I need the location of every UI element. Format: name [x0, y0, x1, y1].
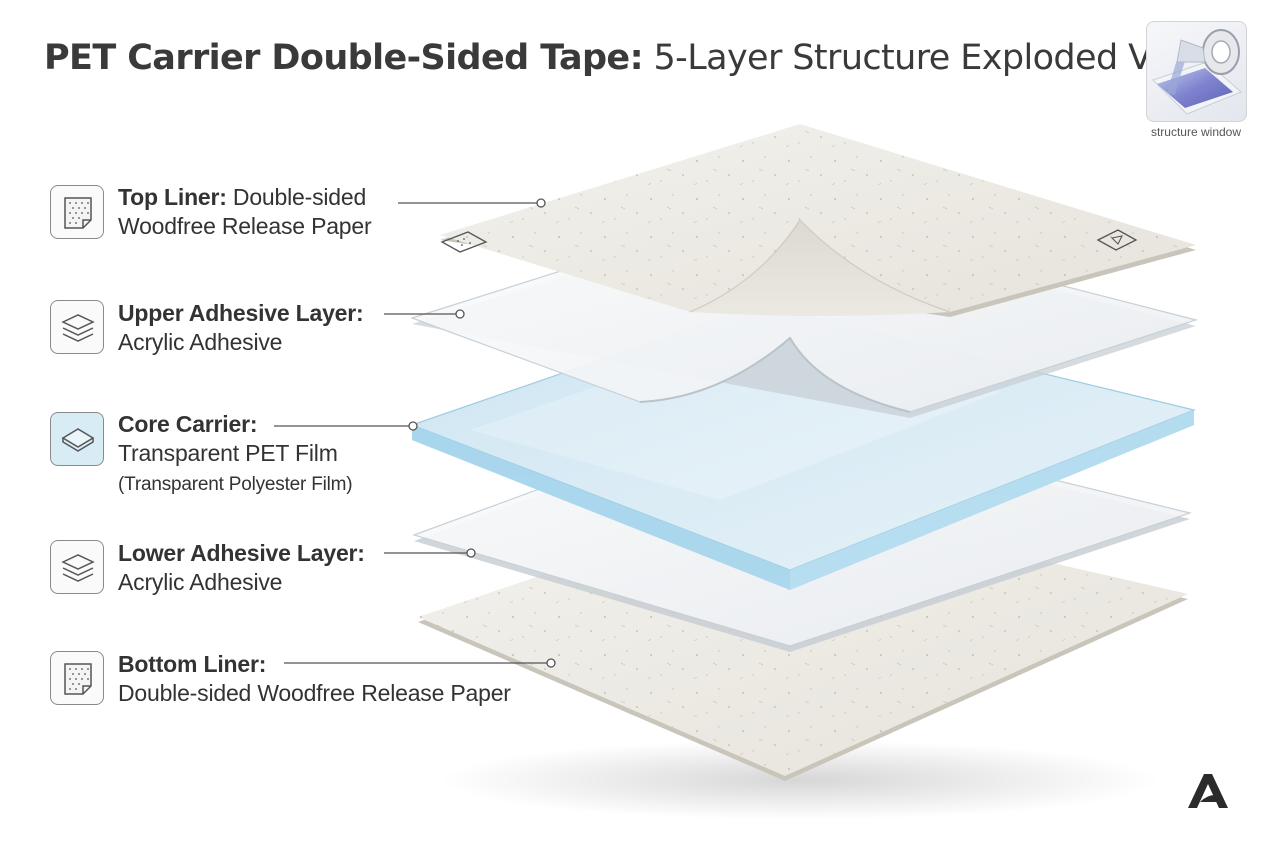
leader-dot-upper-adhesive [456, 310, 464, 318]
label-upper-adhesive: Upper Adhesive Layer: Acrylic Adhesive [118, 299, 363, 357]
upper-adhesive-layers-icon [50, 300, 104, 354]
label-lower-adhesive-line2: Acrylic Adhesive [118, 569, 282, 595]
label-upper-adhesive-line2: Acrylic Adhesive [118, 329, 282, 355]
label-bottom-liner-line2: Double-sided Woodfree Release Paper [118, 680, 511, 706]
label-core-carrier: Core Carrier: Transparent PET Film (Transp… [118, 410, 352, 499]
leader-dot-bottom-liner [547, 659, 555, 667]
top-liner-release-paper-icon [50, 185, 104, 239]
label-top-liner-name: Top Liner: [118, 184, 227, 210]
label-lower-adhesive-name: Lower Adhesive Layer: [118, 540, 365, 566]
label-top-liner-line1: Double-sided [227, 184, 366, 210]
leader-dot-top-liner [537, 199, 545, 207]
label-lower-adhesive: Lower Adhesive Layer: Acrylic Adhesive [118, 539, 365, 597]
label-core-carrier-name: Core Carrier: [118, 411, 257, 437]
label-core-carrier-line2: Transparent PET Film [118, 440, 338, 466]
label-bottom-liner: Bottom Liner: Double-sided Woodfree Relea… [118, 650, 511, 708]
bottom-liner-release-paper-icon [50, 651, 104, 705]
lower-adhesive-layers-icon [50, 540, 104, 594]
leader-dot-core-carrier [409, 422, 417, 430]
brand-a-logo-icon [1186, 772, 1230, 810]
leader-dot-lower-adhesive [467, 549, 475, 557]
label-top-liner-line2: Woodfree Release Paper [118, 213, 371, 239]
label-bottom-liner-name: Bottom Liner: [118, 651, 266, 677]
core-carrier-pet-film-icon [50, 412, 104, 466]
label-core-carrier-line3: (Transparent Polyester Film) [118, 474, 352, 495]
label-upper-adhesive-name: Upper Adhesive Layer: [118, 300, 363, 326]
